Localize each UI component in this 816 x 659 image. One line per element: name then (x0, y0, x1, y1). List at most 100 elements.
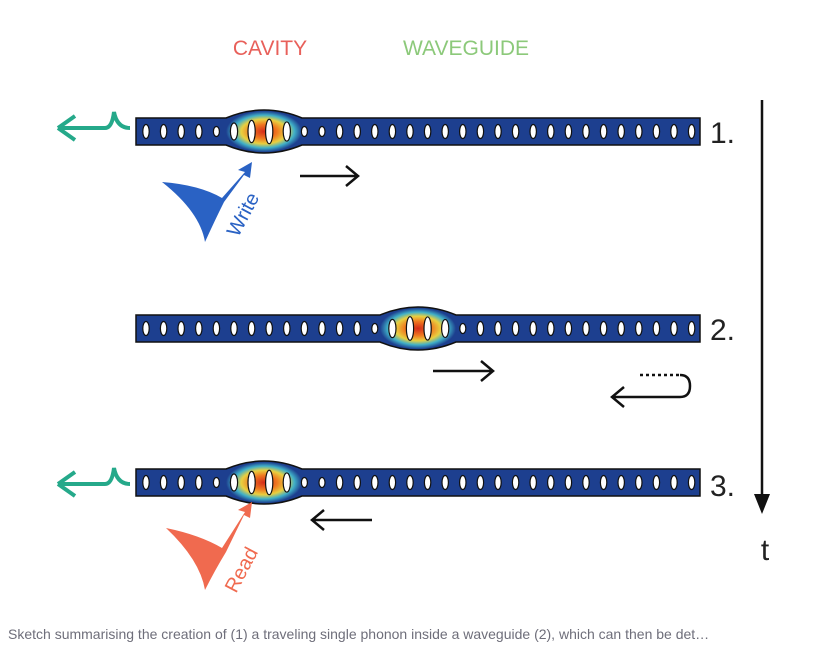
phononic-hole (212, 476, 220, 489)
phononic-hole (652, 474, 661, 491)
phononic-hole (687, 123, 696, 140)
phononic-hole (159, 320, 168, 337)
phononic-hole (546, 123, 555, 140)
phononic-hole (406, 123, 414, 140)
phononic-hole (529, 320, 538, 337)
figure-caption[interactable]: Sketch summarising the creation of (1) a… (8, 626, 710, 642)
phononic-hole (212, 320, 221, 337)
phononic-hole (265, 320, 274, 337)
phononic-hole (335, 320, 344, 337)
phononic-hole (511, 123, 520, 140)
cavity-mode-field (380, 308, 456, 349)
phononic-hole (441, 474, 450, 491)
phononic-hole (599, 474, 608, 491)
phononic-hole (476, 474, 485, 491)
phononic-hole (441, 123, 450, 140)
phononic-hole (546, 320, 555, 337)
step-label-2: 2. (710, 314, 735, 347)
phononic-hole (212, 125, 220, 138)
phononic-hole (195, 320, 203, 337)
phononic-hole (405, 316, 415, 341)
phononic-hole (511, 320, 520, 337)
phononic-hole (353, 474, 362, 491)
phononic-hole (177, 123, 186, 140)
phononic-hole (564, 123, 573, 140)
phononic-hole (423, 316, 432, 341)
phononic-hole (229, 473, 239, 492)
phononic-hole (458, 123, 467, 140)
phononic-hole (388, 123, 397, 140)
phononic-hole (617, 474, 626, 491)
output-pulse-icon-1 (56, 111, 131, 142)
phononic-hole (406, 474, 414, 491)
phononic-hole (670, 474, 678, 491)
phononic-hole (142, 474, 150, 491)
phononic-hole (494, 320, 502, 337)
phononic-hole (388, 318, 397, 339)
phononic-hole (529, 123, 538, 140)
phononic-hole (670, 123, 678, 140)
phononic-hole (687, 474, 696, 491)
phononic-hole (335, 123, 344, 140)
phononic-hole (177, 320, 186, 337)
phononic-hole (441, 318, 450, 339)
phononic-hole (617, 123, 626, 140)
forward-arrow-1-icon (300, 165, 360, 187)
phononic-hole (652, 320, 661, 337)
phonon-diagram: CAVITY WAVEGUIDE t 1. 2. 3. Write Read (56, 37, 770, 597)
output-pulse-icon-3 (56, 467, 131, 498)
cavity-mode-field (226, 111, 302, 152)
phononic-hole (247, 320, 256, 337)
phononic-hole (195, 474, 203, 491)
cavity-label: CAVITY (233, 37, 307, 60)
phononic-hole (282, 121, 291, 142)
phononic-hole (582, 474, 590, 491)
phononic-hole (617, 320, 626, 337)
phononic-hole (459, 322, 467, 335)
phononic-hole (582, 123, 590, 140)
waveguide-2 (135, 306, 701, 351)
phononic-hole (159, 123, 168, 140)
phononic-hole (476, 320, 485, 337)
phononic-hole (159, 474, 168, 491)
phononic-hole (265, 469, 274, 496)
waveguide-3 (135, 460, 701, 505)
phononic-hole (370, 474, 379, 491)
write-pulse-icon (162, 162, 252, 242)
phononic-hole (371, 322, 379, 335)
phononic-hole (370, 123, 379, 140)
phononic-hole (652, 123, 661, 140)
step-label-3: 3. (710, 470, 735, 503)
phononic-hole (634, 320, 643, 337)
phononic-hole (353, 123, 362, 140)
write-label: Write (223, 189, 264, 240)
phononic-hole (564, 474, 573, 491)
step-label-1: 1. (710, 117, 735, 150)
phononic-hole (142, 320, 150, 337)
phononic-hole (318, 476, 326, 489)
phononic-hole (494, 123, 502, 140)
phononic-hole (494, 474, 502, 491)
phononic-hole (247, 470, 256, 495)
read-label: Read (221, 544, 263, 597)
forward-arrow-2-icon (433, 360, 495, 382)
phononic-hole (300, 320, 309, 337)
phononic-hole (687, 320, 696, 337)
phononic-hole (265, 118, 274, 145)
phononic-hole (582, 320, 590, 337)
phononic-hole (476, 123, 485, 140)
phononic-hole (670, 320, 678, 337)
phononic-hole (599, 320, 608, 337)
phononic-hole (634, 123, 643, 140)
phononic-hole (282, 320, 291, 337)
phononic-hole (229, 122, 239, 141)
phononic-hole (546, 474, 555, 491)
time-arrowhead-icon (754, 494, 770, 514)
phononic-hole (423, 123, 432, 140)
waveguide-1 (135, 109, 701, 154)
phononic-hole (564, 320, 573, 337)
phononic-hole (634, 474, 643, 491)
phononic-hole (599, 123, 608, 140)
read-pulse-icon (166, 502, 252, 590)
phononic-hole (177, 474, 186, 491)
